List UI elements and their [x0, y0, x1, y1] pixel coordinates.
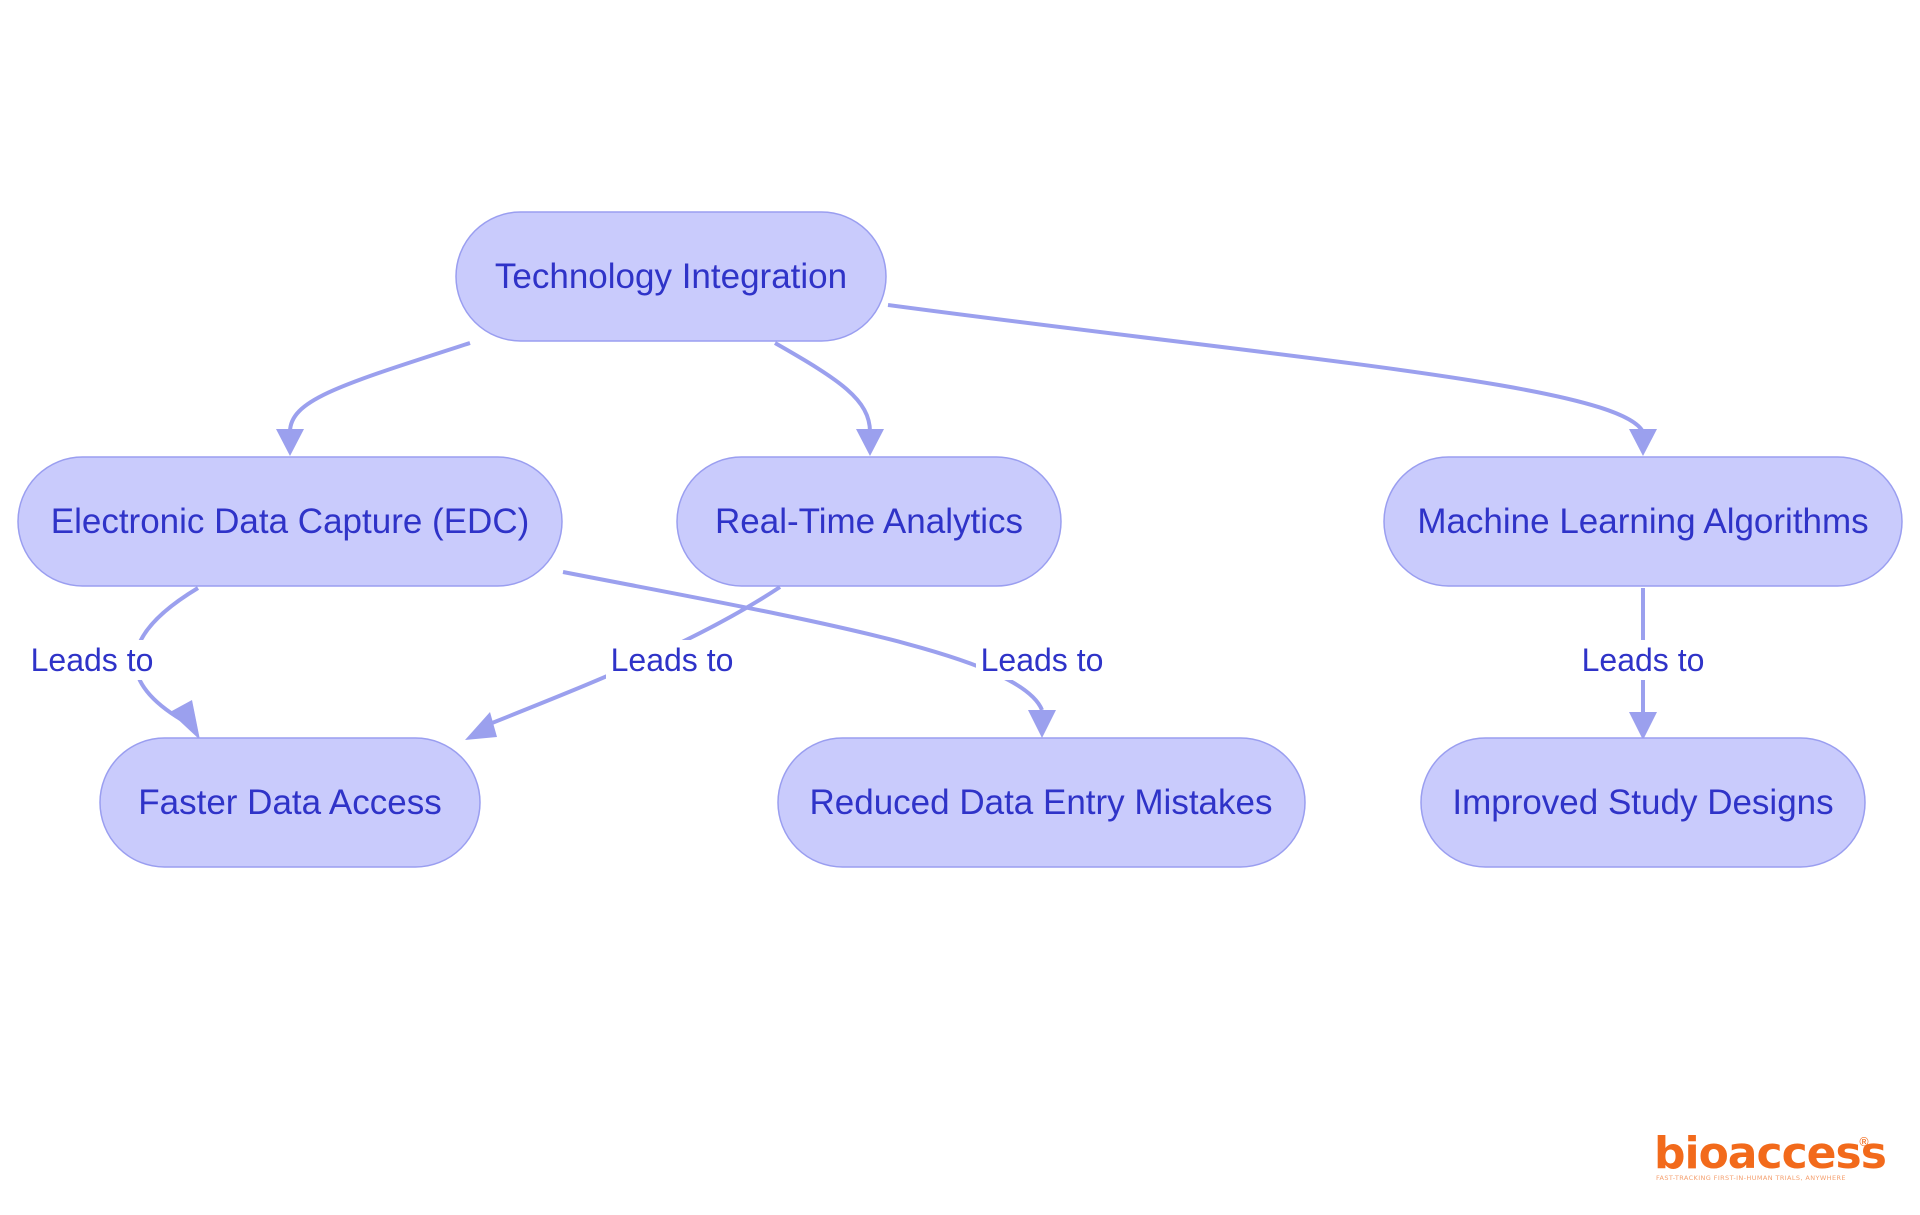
node-label: Real-Time Analytics	[715, 502, 1023, 541]
edge-label-edc-faster: Leads to	[31, 642, 154, 678]
edge-label-analytics-faster: Leads to	[611, 642, 734, 678]
edge-tech-to-ml	[887, 303, 1645, 434]
node-improved-study-designs[interactable]: Improved Study Designs	[1420, 737, 1866, 868]
edges	[133, 303, 1657, 740]
logo-wordmark: bioaccess	[1654, 1128, 1886, 1179]
edge-label-edc-mistakes: Leads to	[981, 642, 1104, 678]
node-electronic-data-capture[interactable]: Electronic Data Capture (EDC)	[17, 456, 563, 587]
edge-tech-to-analytics	[774, 341, 872, 433]
arrow-head-faster-1	[170, 700, 200, 740]
node-label: Machine Learning Algorithms	[1417, 502, 1868, 541]
logo-tagline: FAST-TRACKING FIRST-IN-HUMAN TRIALS, ANY…	[1656, 1174, 1846, 1182]
node-real-time-analytics[interactable]: Real-Time Analytics	[676, 456, 1062, 587]
node-label: Reduced Data Entry Mistakes	[810, 783, 1273, 822]
arrow-head-faster-2	[465, 712, 497, 740]
node-technology-integration[interactable]: Technology Integration	[455, 211, 887, 342]
node-reduced-data-entry-mistakes[interactable]: Reduced Data Entry Mistakes	[777, 737, 1306, 868]
edge-edc-to-mistakes	[562, 570, 1044, 711]
edge-tech-to-edc	[288, 341, 471, 433]
node-label: Electronic Data Capture (EDC)	[51, 502, 530, 541]
logo-registered-mark: ®	[1858, 1135, 1870, 1149]
node-label: Improved Study Designs	[1452, 783, 1833, 822]
edge-label-ml-improved: Leads to	[1582, 642, 1705, 678]
node-label: Faster Data Access	[138, 783, 441, 822]
bioaccess-logo: bioaccess ® FAST-TRACKING FIRST-IN-HUMAN…	[1654, 1128, 1887, 1182]
edge-labels: Leads to Leads to Leads to Leads to	[26, 640, 1708, 680]
arrow-head-edc	[276, 429, 304, 456]
arrow-head-analytics	[856, 429, 884, 456]
arrow-head-improved	[1629, 712, 1657, 740]
node-faster-data-access[interactable]: Faster Data Access	[99, 737, 481, 868]
node-label: Technology Integration	[495, 257, 847, 296]
arrow-head-ml	[1629, 429, 1657, 456]
arrow-head-mistakes	[1028, 710, 1056, 738]
node-machine-learning-algorithms[interactable]: Machine Learning Algorithms	[1383, 456, 1903, 587]
